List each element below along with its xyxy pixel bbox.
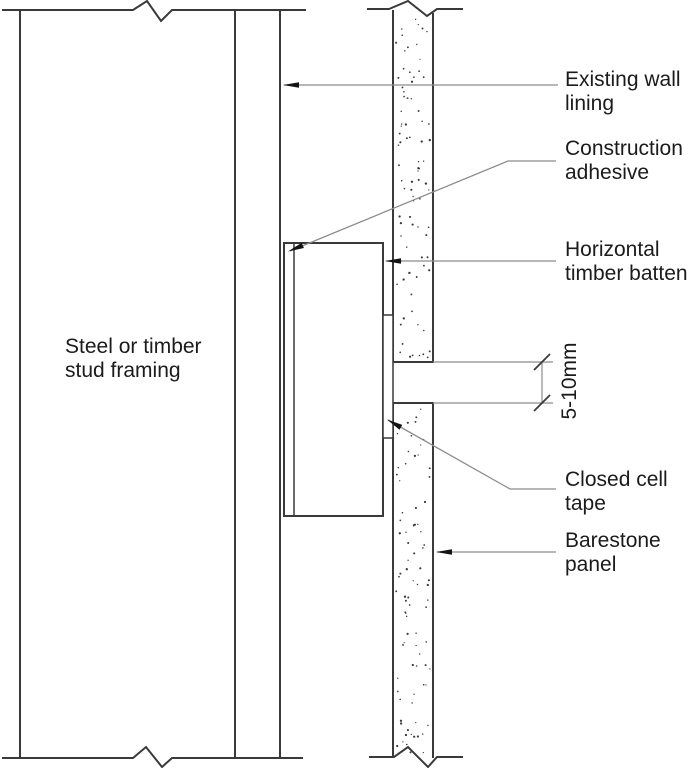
leader-closed-cell-tape — [387, 419, 556, 490]
panel-stipple-texture — [395, 408, 431, 754]
dimension-panel-joint — [433, 353, 553, 412]
arrowhead-construction-adhesive — [288, 242, 304, 252]
leader-arrowheads — [283, 82, 452, 555]
label-existing-wall-lining: Existing wall lining — [565, 68, 681, 115]
dimension-tick-bottom — [533, 394, 551, 412]
panel-stipple-texture — [395, 18, 431, 359]
leader-construction-adhesive — [289, 160, 556, 252]
dimension-tick-top — [533, 353, 551, 371]
break-line-panel-bottom — [369, 745, 463, 768]
break-line-panel-top — [367, 0, 463, 18]
arrowhead-barestone-panel — [436, 549, 452, 555]
label-construction-adhesive: Construction adhesive — [565, 137, 683, 184]
arrowhead-horizontal-timber-batten — [385, 258, 401, 264]
timber-batten-assembly — [283, 242, 384, 517]
closed-cell-tape-strip — [382, 314, 394, 439]
label-barestone-panel: Barestone panel — [565, 529, 661, 576]
timber-batten — [283, 242, 384, 517]
barestone-panel-lower — [369, 402, 463, 768]
label-dimension-5-10mm: 5-10mm — [558, 342, 581, 420]
stud-framing-wall — [2, 0, 306, 768]
break-line-wall-bottom — [2, 745, 303, 768]
label-horizontal-timber-batten: Horizontal timber batten — [565, 238, 688, 285]
label-stud-framing: Steel or timber stud framing — [65, 335, 202, 382]
leader-lines — [284, 84, 558, 553]
arrowhead-existing-wall-lining — [283, 82, 299, 88]
break-line-wall-top — [2, 0, 306, 23]
label-closed-cell-tape: Closed cell tape — [565, 468, 668, 515]
arrowhead-closed-cell-tape — [387, 419, 403, 430]
